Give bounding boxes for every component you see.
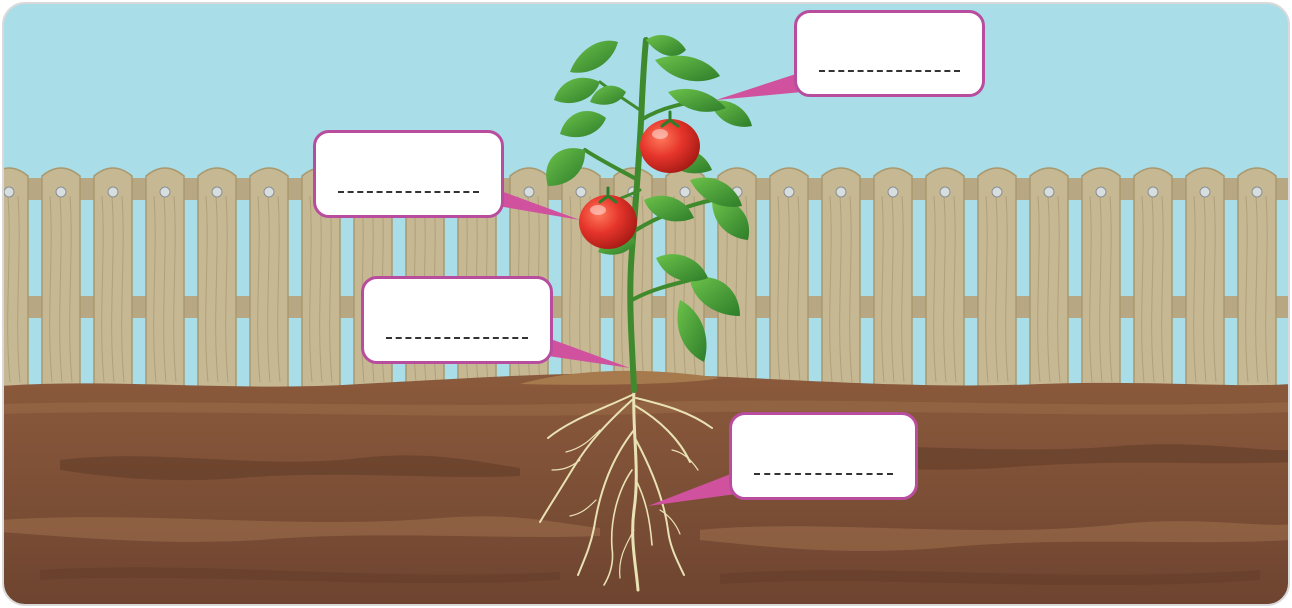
fence-bolt bbox=[264, 187, 274, 197]
fence-bolt bbox=[524, 187, 534, 197]
fence-bolt bbox=[576, 187, 586, 197]
answer-line-leaf bbox=[819, 70, 960, 72]
label-box-root[interactable] bbox=[729, 412, 918, 500]
answer-line-fruit bbox=[338, 191, 479, 193]
fence-bolt bbox=[680, 187, 690, 197]
fence-bolt bbox=[1200, 187, 1210, 197]
label-box-leaf[interactable] bbox=[794, 10, 985, 97]
fence-bolt bbox=[1044, 187, 1054, 197]
soil bbox=[0, 371, 1292, 608]
fence-bolt bbox=[56, 187, 66, 197]
fence-bolt bbox=[212, 187, 222, 197]
fence-bolt bbox=[1252, 187, 1262, 197]
fence-bolt bbox=[836, 187, 846, 197]
fence-bolt bbox=[160, 187, 170, 197]
fence-bolt bbox=[108, 187, 118, 197]
fence-bolt bbox=[4, 187, 14, 197]
fence-bolt bbox=[888, 187, 898, 197]
label-box-stem[interactable] bbox=[361, 276, 553, 364]
answer-line-stem bbox=[386, 337, 528, 339]
fence-bolt bbox=[1148, 187, 1158, 197]
fence-bolt bbox=[784, 187, 794, 197]
fence-bolt bbox=[1096, 187, 1106, 197]
fence-bolt bbox=[940, 187, 950, 197]
fence-bolt bbox=[992, 187, 1002, 197]
answer-line-root bbox=[754, 473, 893, 475]
label-box-fruit[interactable] bbox=[313, 130, 504, 218]
fence-picket bbox=[0, 168, 28, 392]
